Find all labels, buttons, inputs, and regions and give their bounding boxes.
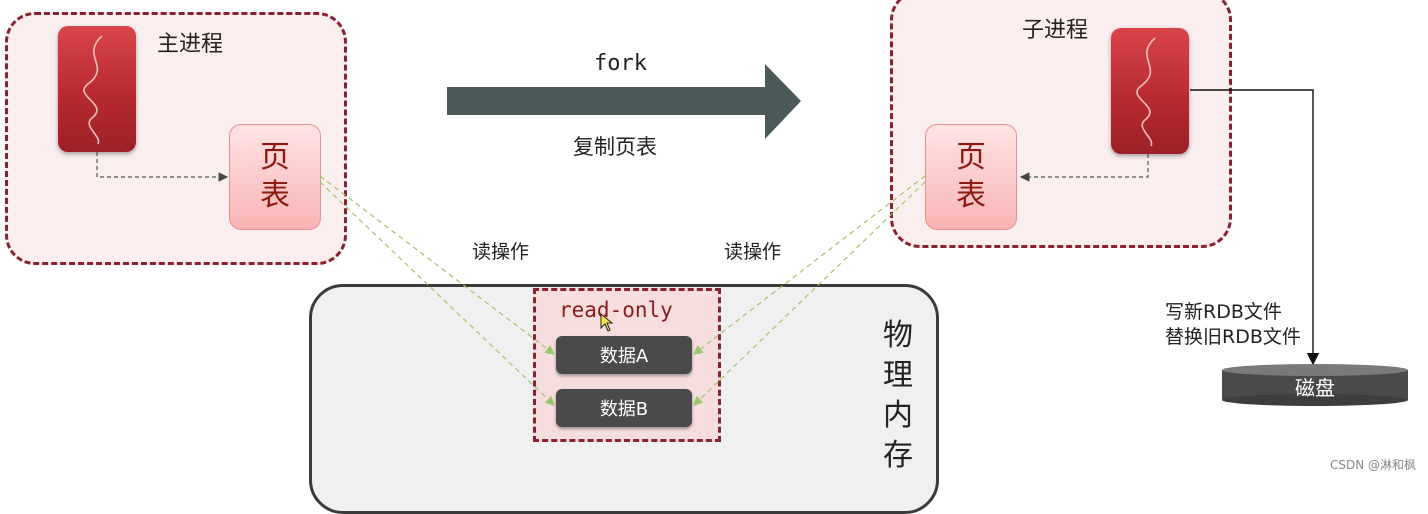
fork-label: fork <box>594 51 647 76</box>
child-process-title: 子进程 <box>1022 18 1089 43</box>
mouse-cursor-icon <box>600 313 614 332</box>
fork-arrow <box>447 64 801 139</box>
child-process-memory-icon <box>1111 28 1189 154</box>
physical-memory-label: 物 理 内 存 <box>878 316 918 476</box>
read-op-left-label: 读操作 <box>472 241 530 263</box>
disk-write-label-2: 替换旧RDB文件 <box>1165 326 1301 348</box>
main-page-table: 页 表 <box>229 124 321 230</box>
main-process-title: 主进程 <box>157 32 224 57</box>
read-line-right-a <box>693 175 926 355</box>
fork-sublabel: 复制页表 <box>573 135 657 159</box>
read-line-right-b <box>693 181 926 406</box>
disk-label: 磁盘 <box>1295 376 1335 400</box>
main-bar-to-page-table-line <box>96 152 229 182</box>
main-process-memory-icon <box>58 26 136 152</box>
disk-write-label-1: 写新RDB文件 <box>1165 301 1282 323</box>
read-line-left-b <box>319 181 555 406</box>
data-a-block: 数据A <box>556 336 692 374</box>
disk-icon <box>1222 364 1408 406</box>
watermark: CSDN @淋和枫 <box>1329 458 1416 472</box>
main-page-table-char-1: 页 <box>260 140 290 175</box>
memory-label-char-2: 理 <box>883 358 913 393</box>
read-op-right-label: 读操作 <box>724 241 782 263</box>
connector-overlay <box>96 89 1320 406</box>
memory-label-char-1: 物 <box>883 318 913 353</box>
main-page-table-char-2: 表 <box>260 178 290 213</box>
child-to-disk-line <box>1190 89 1320 366</box>
read-line-left-a <box>319 175 555 355</box>
child-page-table-char-2: 表 <box>956 178 986 213</box>
data-b-block: 数据B <box>556 389 692 427</box>
child-bar-to-page-table-line <box>1019 154 1149 182</box>
memory-label-char-4: 存 <box>883 438 913 473</box>
child-page-table-char-1: 页 <box>956 140 986 175</box>
child-page-table: 页 表 <box>925 124 1017 230</box>
readonly-label: read-only <box>559 298 673 322</box>
memory-label-char-3: 内 <box>883 398 913 433</box>
